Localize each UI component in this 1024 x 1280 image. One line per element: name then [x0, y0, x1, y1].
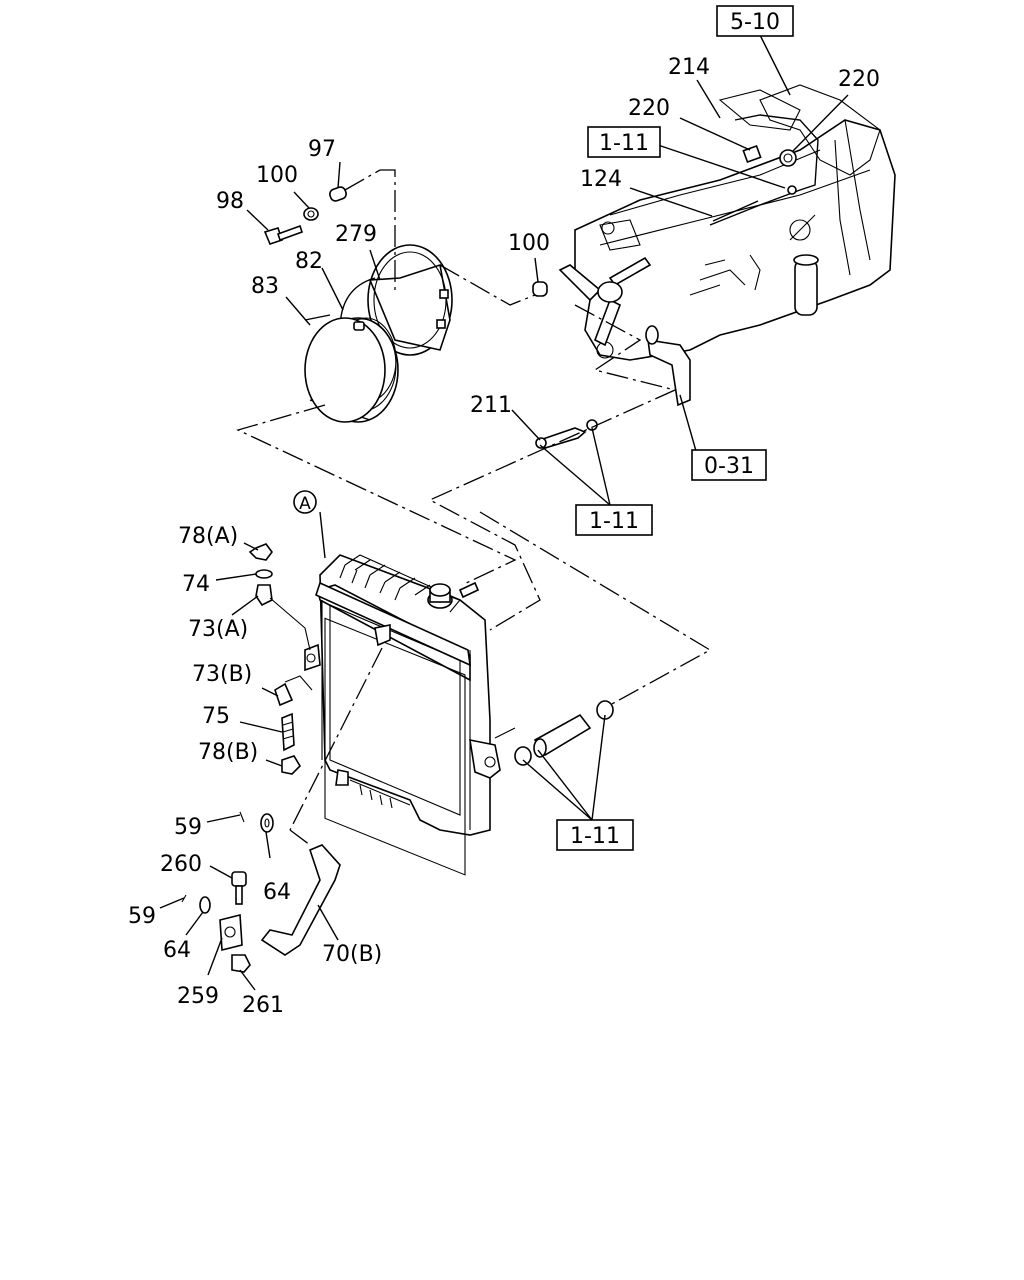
- callout-261: 261: [242, 993, 284, 1018]
- lower-hose: [514, 700, 614, 766]
- bolt-parts-top: [263, 186, 548, 297]
- leader-lines: [159, 34, 849, 991]
- engine-block: [558, 84, 896, 407]
- callout-78a: 78(A): [178, 524, 238, 549]
- callout-260: 260: [160, 852, 202, 877]
- svg-text:0-31: 0-31: [704, 454, 754, 479]
- callout-70b: 70(B): [322, 942, 382, 967]
- reference-box-1-11-middle: 1-11: [575, 504, 653, 536]
- callout-64-lower: 64: [163, 938, 191, 963]
- svg-text:1-11: 1-11: [570, 824, 620, 849]
- reference-box-1-11-bottom: 1-11: [556, 819, 634, 851]
- center-lines: [236, 169, 712, 846]
- callout-124: 124: [580, 167, 622, 192]
- callout-78b: 78(B): [198, 740, 258, 765]
- callout-100-top-left: 100: [256, 163, 298, 188]
- callout-82: 82: [295, 249, 323, 274]
- svg-text:5-10: 5-10: [730, 10, 780, 35]
- callout-64-upper: 64: [263, 880, 291, 905]
- callout-211: 211: [470, 393, 512, 418]
- callout-214: 214: [668, 55, 710, 80]
- reference-box-0-31: 0-31: [691, 449, 767, 481]
- lower-left-parts: [181, 543, 341, 973]
- callout-220-left: 220: [628, 96, 670, 121]
- callout-100-mid: 100: [508, 231, 550, 256]
- hose-211: [535, 419, 598, 449]
- reference-box-1-11-top: 1-11: [587, 126, 661, 158]
- circle-a-marker: A: [293, 490, 317, 514]
- svg-text:1-11: 1-11: [599, 131, 649, 156]
- svg-text:1-11: 1-11: [589, 509, 639, 534]
- callout-75: 75: [202, 704, 230, 729]
- callout-73a: 73(A): [188, 617, 248, 642]
- callout-220-right: 220: [838, 67, 880, 92]
- callout-83: 83: [251, 274, 279, 299]
- callout-74: 74: [182, 572, 210, 597]
- callout-98: 98: [216, 189, 244, 214]
- callout-labels: 97 100 98 279 82 83 100 214 220 220 124 …: [128, 55, 880, 1018]
- svg-text:A: A: [299, 494, 311, 514]
- callout-59-upper: 59: [174, 815, 202, 840]
- callout-279: 279: [335, 222, 377, 247]
- callout-259: 259: [177, 984, 219, 1009]
- fan-shroud: [304, 244, 453, 423]
- reference-box-5-10: 5-10: [716, 5, 794, 37]
- radiator: [304, 554, 516, 876]
- callout-73b: 73(B): [192, 662, 252, 687]
- callout-59-lower: 59: [128, 904, 156, 929]
- callout-97: 97: [308, 137, 336, 162]
